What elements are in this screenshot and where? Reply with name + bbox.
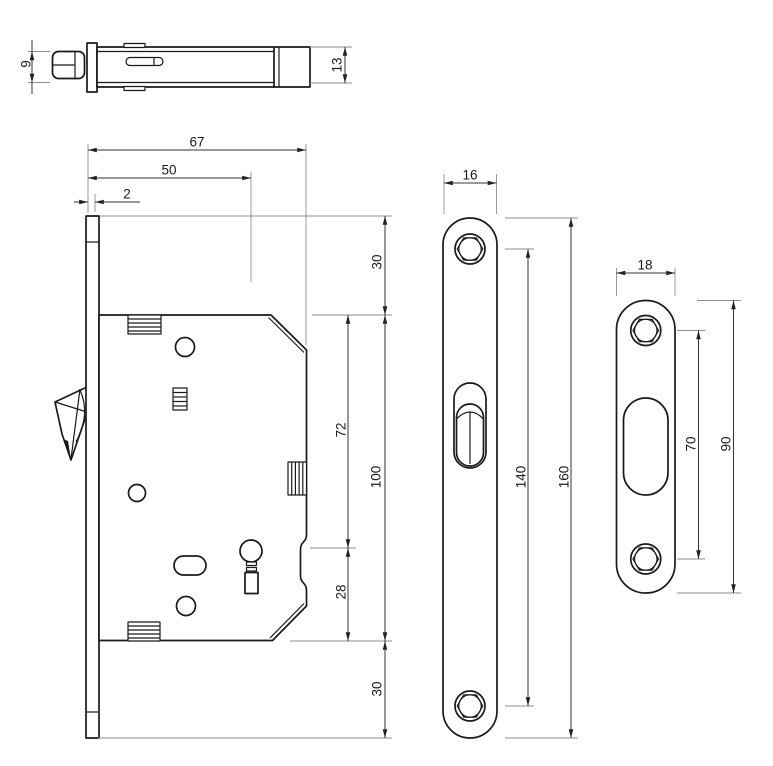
hole-bottom — [175, 595, 197, 617]
dim-label-face-width-16: 16 — [462, 167, 478, 183]
lock-case-outline — [98, 314, 308, 642]
top-tab-side — [123, 42, 146, 49]
dim-label-depth-67: 67 — [189, 134, 205, 150]
dim-label-strike-length-90: 90 — [718, 436, 734, 452]
strike-plate-outline — [615, 299, 676, 594]
side-view — [28, 40, 352, 94]
fixing-tab-middle — [172, 387, 188, 411]
front-view — [54, 144, 392, 739]
adjust-slot-side — [125, 56, 164, 67]
hook-bolt — [54, 386, 88, 461]
faceplate-edge-side — [86, 42, 98, 93]
dim-label-face-screws-140: 140 — [513, 465, 529, 489]
hex-screw-bottom — [454, 690, 486, 722]
dim-label-lip-2: 2 — [123, 186, 131, 202]
keyhole-cutout — [239, 539, 263, 595]
faceplate-outline — [442, 217, 498, 739]
dim-label-strike-width-18: 18 — [637, 257, 653, 273]
dim-label-thickness-13: 13 — [329, 57, 345, 73]
dim-label-face-length-160: 160 — [556, 465, 572, 489]
dim-label-backset-50: 50 — [161, 162, 177, 178]
faceplate-view — [442, 174, 578, 739]
hex-screw-top — [454, 233, 486, 265]
thumbturn — [453, 382, 487, 469]
fixing-tab-bottom — [127, 621, 161, 642]
fixing-tab-top — [127, 314, 162, 335]
hole-top — [174, 336, 196, 358]
dim-label-height-100: 100 — [368, 465, 384, 489]
bottom-tab-side — [123, 85, 146, 92]
dim-label-bolt-9: 9 — [18, 60, 34, 68]
lock-body-side — [96, 46, 311, 88]
oval-slot — [173, 555, 207, 576]
hook-pocket-cutout — [622, 397, 669, 496]
hex-screw-top — [629, 314, 662, 347]
chamfer-top-double-line — [268, 317, 305, 353]
hex-screw-bottom — [629, 543, 662, 575]
dim-label-strike-screws-70: 70 — [683, 436, 699, 452]
strike-plate-view — [615, 268, 741, 594]
dim-label-bot-margin-30: 30 — [369, 681, 385, 697]
chamfer-bottom-double-line — [269, 603, 305, 639]
dim-label-top-margin-30: 30 — [369, 254, 385, 270]
faceplate-strip — [85, 215, 100, 739]
dim-label-spindle-top-72: 72 — [333, 422, 349, 438]
hole-middle — [127, 483, 147, 503]
fixing-tab-right — [287, 461, 308, 496]
dim-label-spindle-bot-28: 28 — [333, 584, 349, 600]
